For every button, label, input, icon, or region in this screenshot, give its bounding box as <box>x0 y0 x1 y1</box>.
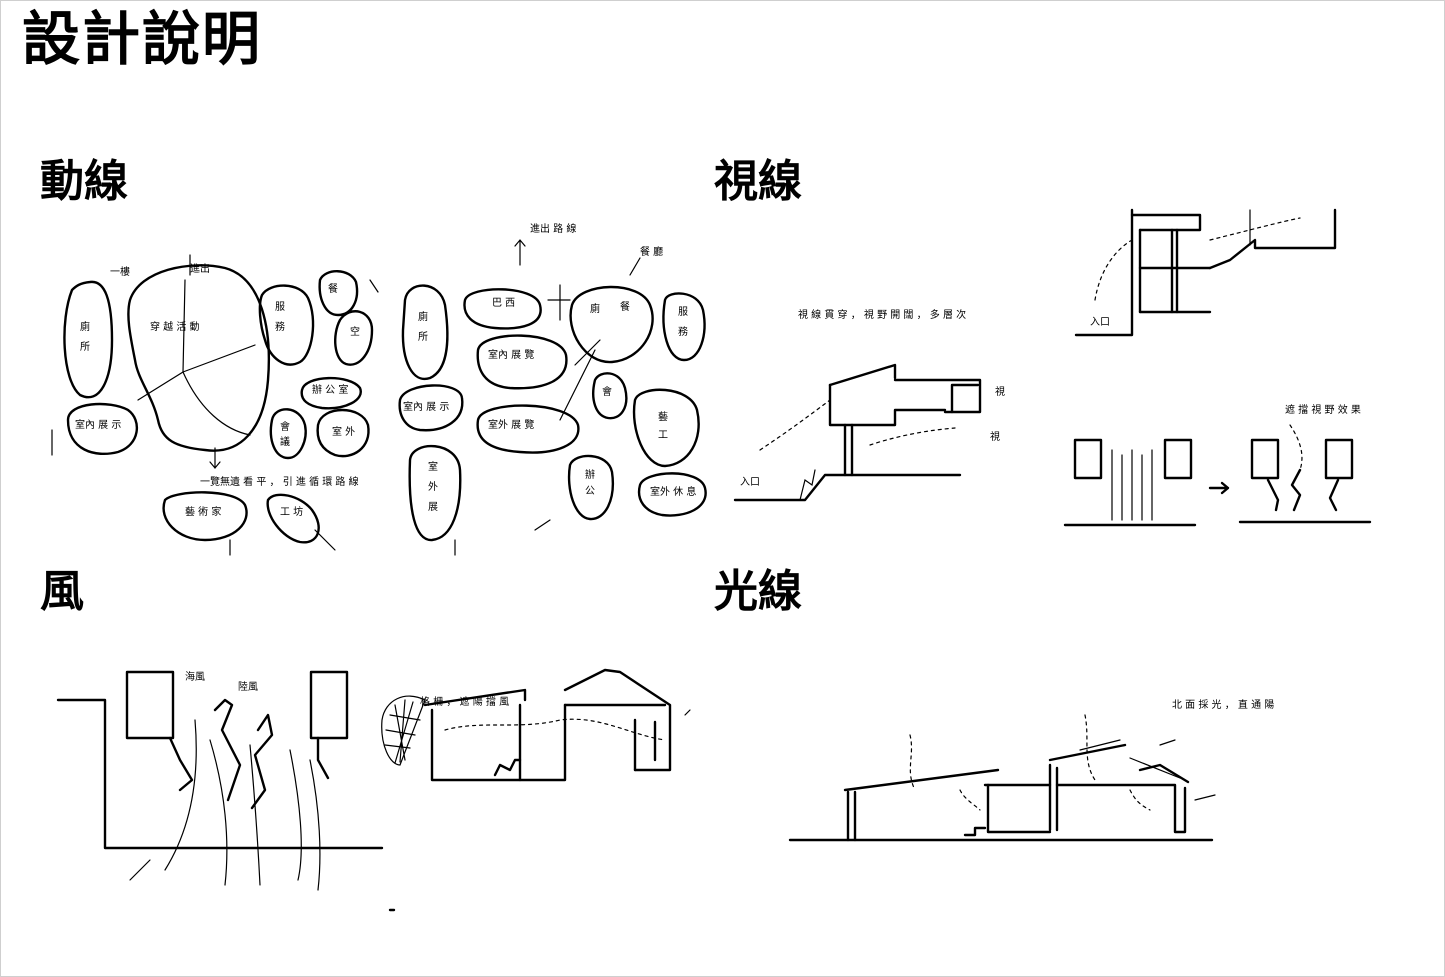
svg-text:入口: 入口 <box>740 477 760 488</box>
svg-text:餐 廳: 餐 廳 <box>640 245 663 258</box>
svg-text:室: 室 <box>428 460 438 473</box>
svg-text:服: 服 <box>678 306 688 318</box>
svg-text:工 坊: 工 坊 <box>280 505 303 518</box>
svg-text:北 面 採 光 ， 直 通 陽: 北 面 採 光 ， 直 通 陽 <box>1172 698 1274 711</box>
svg-text:室外 休 息: 室外 休 息 <box>650 485 696 498</box>
sightline-plan-diagram: 遮 擋 視 野 效 果 <box>1065 403 1370 525</box>
svg-text:辦 公 室: 辦 公 室 <box>312 383 348 396</box>
svg-text:廁: 廁 <box>590 302 600 315</box>
page-title: 設計說明 <box>22 5 263 73</box>
svg-text:廁: 廁 <box>80 320 90 333</box>
svg-text:室內 展 覽: 室內 展 覽 <box>488 348 534 361</box>
svg-text:進出: 進出 <box>190 262 210 275</box>
svg-text:海風: 海風 <box>185 670 205 683</box>
svg-text:一樓: 一樓 <box>110 265 130 278</box>
svg-text:餐: 餐 <box>328 282 338 295</box>
svg-text:遮 擋 視 野 效 果: 遮 擋 視 野 效 果 <box>1285 403 1361 416</box>
svg-text:入口: 入口 <box>1090 317 1110 328</box>
svg-text:餐: 餐 <box>620 300 630 313</box>
svg-text:空: 空 <box>350 325 360 338</box>
svg-text:藝: 藝 <box>658 410 668 423</box>
svg-text:所: 所 <box>418 331 428 343</box>
svg-text:進出 路 線: 進出 路 線 <box>530 222 576 235</box>
section-heading-wind: 風 <box>40 566 84 617</box>
svg-text:藝 術 家: 藝 術 家 <box>185 505 221 518</box>
sightline-section-sketch: 視 線 貫 穿 ， 視 野 開 闊 ， 多 層 次 入口 視 視 <box>735 308 1005 500</box>
svg-text:所: 所 <box>80 341 90 353</box>
svg-text:務: 務 <box>275 320 285 333</box>
light-section-sketch: 北 面 採 光 ， 直 通 陽 <box>790 698 1274 840</box>
svg-text:穿 越 活 動: 穿 越 活 動 <box>150 320 200 333</box>
sightline-section-sketch-upper-right: 入口 <box>1076 210 1335 335</box>
wind-section-sketch: 格 柵 ， 遮 陽 擋 風 <box>382 670 690 780</box>
svg-text:會: 會 <box>602 385 612 398</box>
svg-text:格 柵 ， 遮 陽 擋 風: 格 柵 ， 遮 陽 擋 風 <box>420 695 509 708</box>
svg-text:廁: 廁 <box>418 310 428 323</box>
svg-text:工: 工 <box>658 430 668 441</box>
section-heading-circulation: 動線 <box>40 156 128 207</box>
svg-text:會: 會 <box>280 420 290 433</box>
svg-text:視: 視 <box>990 430 1000 443</box>
wind-plan-diagram: 海風 陸風 <box>58 670 382 890</box>
svg-text:視 線 貫 穿 ， 視 野 開 闊 ， 多 層 次: 視 線 貫 穿 ， 視 野 開 闊 ， 多 層 次 <box>798 308 966 321</box>
svg-text:議: 議 <box>280 435 290 448</box>
svg-text:務: 務 <box>678 325 688 338</box>
circulation-bubble-diagram-left: 穿 越 活 動 廁所 室內 展 示 服務 餐空 辦 公 室 會議 室 外 藝 術… <box>52 255 378 555</box>
svg-text:展: 展 <box>428 501 438 513</box>
svg-text:公: 公 <box>585 486 595 497</box>
svg-text:室內 展 示: 室內 展 示 <box>403 400 449 413</box>
circulation-bubble-diagram-right: 廁所 室內 展 示 室外展 巴 西 室內 展 覽 室外 展 覽 廁餐 服務 會 … <box>400 222 706 555</box>
svg-text:辦: 辦 <box>585 468 595 481</box>
svg-text:視: 視 <box>995 385 1005 398</box>
svg-text:陸風: 陸風 <box>238 680 258 693</box>
svg-text:巴 西: 巴 西 <box>492 297 515 309</box>
svg-text:一覽無遺 看 平 ， 引 進 循 環 路 線: 一覽無遺 看 平 ， 引 進 循 環 路 線 <box>200 475 359 488</box>
svg-text:服: 服 <box>275 301 285 313</box>
svg-text:室 外: 室 外 <box>332 425 355 438</box>
svg-text:外: 外 <box>428 481 438 493</box>
svg-text:室內 展 示: 室內 展 示 <box>75 418 121 431</box>
section-heading-light: 光線 <box>714 566 802 617</box>
section-heading-sightline: 視線 <box>714 156 802 207</box>
svg-text:室外 展 覽: 室外 展 覽 <box>488 418 534 431</box>
